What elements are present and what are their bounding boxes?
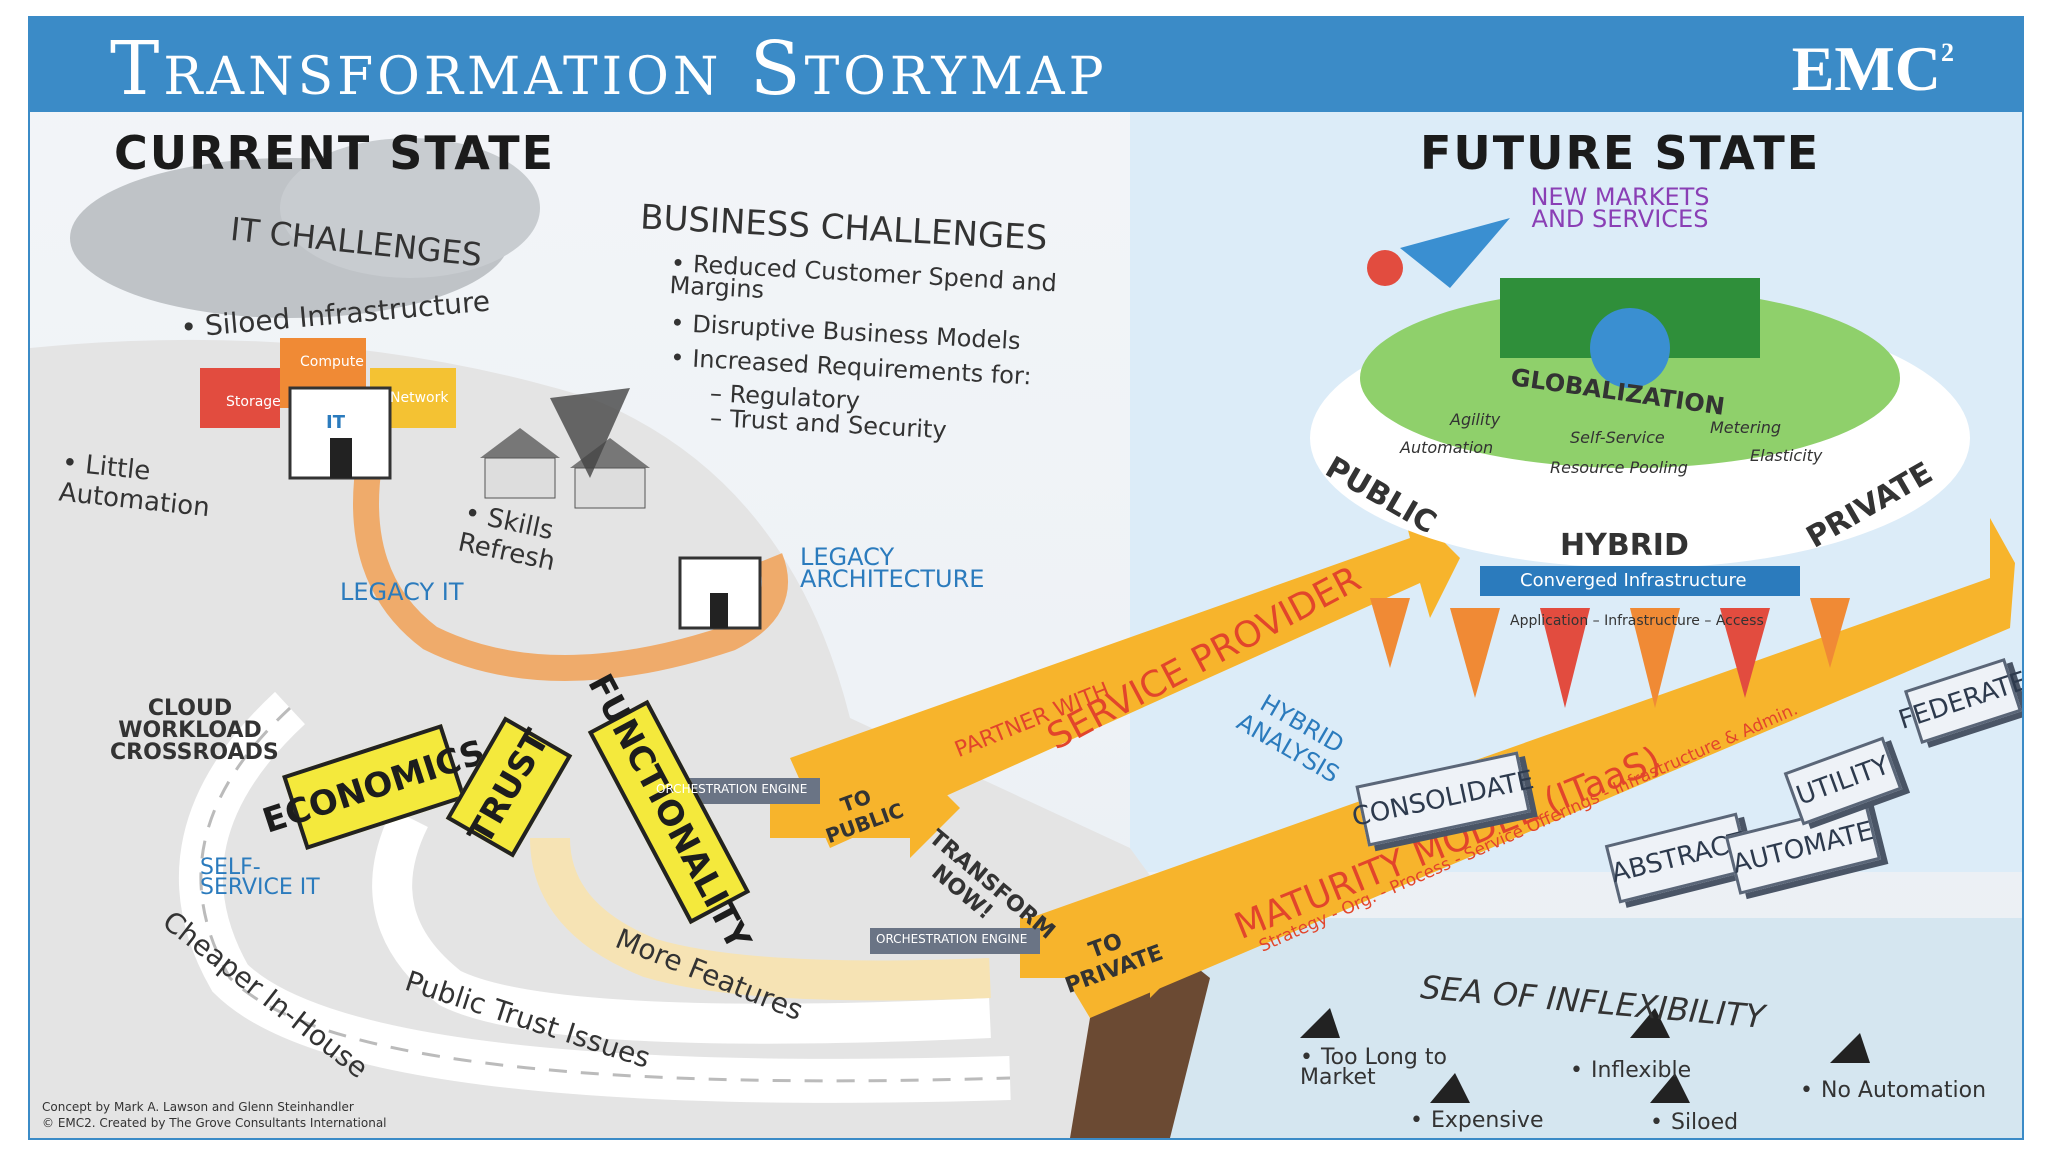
header-bar: Transformation Storymap EMC2 bbox=[30, 18, 2022, 112]
logo-superscript: 2 bbox=[1941, 38, 1954, 67]
storage-silo bbox=[200, 368, 280, 428]
flame bbox=[1810, 598, 1850, 668]
capability-label: Resource Pooling bbox=[1550, 458, 1688, 477]
silo-label: Network bbox=[390, 390, 449, 406]
silo-castles bbox=[200, 338, 456, 480]
capability-label: Metering bbox=[1710, 418, 1782, 437]
sea-item: Inflexible bbox=[1570, 1058, 1691, 1083]
it-castle-door bbox=[330, 438, 352, 478]
orchestration-bridge-bottom bbox=[870, 928, 1040, 954]
capability-label: Self-Service bbox=[1570, 428, 1665, 447]
orchestration-label: ORCHESTRATION ENGINE bbox=[876, 932, 1028, 946]
flame bbox=[1720, 608, 1770, 698]
emc-logo: EMC2 bbox=[1792, 32, 1954, 106]
converged-infrastructure-label: Converged Infrastructure bbox=[1520, 570, 1747, 591]
silo-label: Storage bbox=[226, 394, 281, 410]
storymap-canvas: Transformation Storymap EMC2 CURRENT STA… bbox=[28, 16, 2024, 1140]
capability-label: Automation bbox=[1400, 438, 1494, 457]
shark-fin bbox=[1650, 1073, 1690, 1103]
logo-text: EMC bbox=[1791, 33, 1941, 104]
converged-band bbox=[1480, 566, 1800, 596]
future-state-heading: FUTURE STATE bbox=[1420, 126, 1821, 180]
road-cheaper-centerline bbox=[199, 706, 1011, 1083]
legacy-castle-door bbox=[710, 593, 728, 628]
orchestration-label: ORCHESTRATION ENGINE bbox=[656, 782, 808, 796]
current-state-heading: CURRENT STATE bbox=[114, 126, 556, 180]
credit-line: Concept by Mark A. Lawson and Glenn Stei… bbox=[42, 1100, 354, 1114]
legacy-architecture-label: LEGACY ARCHITECTURE bbox=[800, 543, 985, 593]
rocket bbox=[1400, 218, 1510, 288]
silo-label: IT bbox=[326, 412, 345, 433]
new-markets-label: NEW MARKETS AND SERVICES bbox=[1530, 183, 1710, 233]
arrow-service-provider bbox=[790, 498, 1460, 848]
page-title: Transformation Storymap bbox=[110, 26, 1108, 112]
rocket-flames bbox=[1370, 598, 1850, 708]
silo-label: Compute bbox=[300, 354, 364, 370]
house bbox=[484, 457, 556, 499]
shark-fin bbox=[1430, 1073, 1470, 1103]
sea-background bbox=[1170, 918, 2022, 1138]
shark-fin bbox=[1830, 1033, 1870, 1063]
crossroads-label: CLOUD WORKLOAD CROSSROADS bbox=[110, 696, 279, 765]
rocket-exhaust bbox=[1367, 250, 1403, 286]
road-more-features bbox=[530, 837, 991, 1001]
shark-fins bbox=[1300, 1008, 1870, 1103]
globe bbox=[1590, 308, 1670, 388]
house-roof bbox=[480, 428, 560, 458]
layers-label: Application – Infrastructure – Access bbox=[1510, 613, 1764, 629]
flame bbox=[1540, 608, 1590, 708]
flame bbox=[1630, 608, 1680, 708]
capability-label: Agility bbox=[1450, 410, 1501, 429]
arrow-to-private bbox=[1020, 898, 1200, 998]
credit-line: © EMC2. Created by The Grove Consultants… bbox=[42, 1116, 387, 1130]
legacy-it-label: LEGACY IT bbox=[340, 578, 464, 606]
sea-item: Expensive bbox=[1410, 1108, 1544, 1133]
flame bbox=[1370, 598, 1410, 668]
house bbox=[574, 467, 646, 509]
road-public-trust bbox=[372, 809, 991, 1044]
storm-cloud-puff bbox=[280, 138, 540, 278]
flame bbox=[1450, 608, 1500, 698]
capability-label: Elasticity bbox=[1750, 446, 1823, 465]
self-service-label: SELF-SERVICE IT bbox=[200, 855, 320, 900]
shark-fin bbox=[1300, 1008, 1340, 1038]
tornado bbox=[550, 388, 630, 478]
village bbox=[480, 388, 650, 509]
shark-fin bbox=[1630, 1008, 1670, 1038]
hybrid-cloud-label: HYBRID bbox=[1560, 528, 1689, 563]
sea-item: Too Long to Market bbox=[1300, 1047, 1470, 1089]
sea-item: Siloed bbox=[1650, 1110, 1738, 1135]
sea-item: No Automation bbox=[1800, 1078, 1986, 1103]
